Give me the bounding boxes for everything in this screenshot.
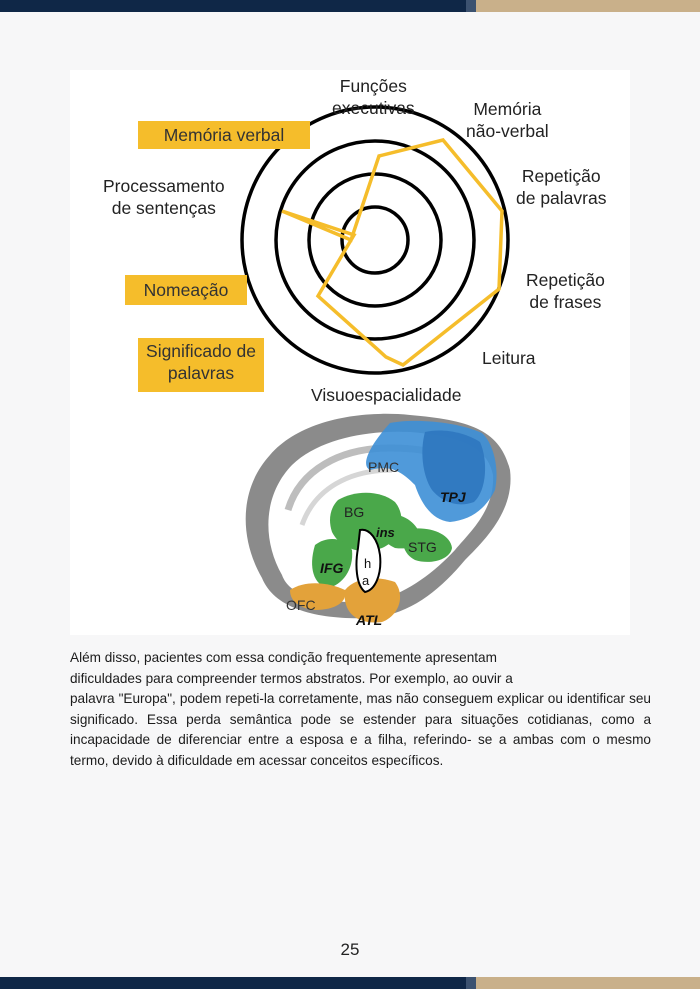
label-leitura: Leitura: [482, 348, 536, 368]
label-nomeacao: Nomeação: [125, 275, 247, 305]
figure: PMC TPJ BG ins STG IFG h a OFC ATL Funçõ…: [70, 70, 630, 635]
brain-label-pmc: PMC: [368, 459, 399, 475]
page-number: 25: [340, 940, 360, 959]
brain-label-h: h: [364, 556, 371, 571]
label-visuoespacialidade: Visuoespacialidade: [311, 385, 462, 405]
brain-label-ifg: IFG: [320, 560, 343, 576]
brain-label-ofc: OFC: [286, 597, 316, 613]
radar-profile: [281, 138, 504, 368]
brain-label-bg: BG: [344, 504, 364, 520]
brain-label-a: a: [362, 573, 370, 588]
brain-label-stg: STG: [408, 539, 437, 555]
paragraph-line-2: dificuldades para compreender termos abs…: [70, 670, 513, 686]
label-memoria-verbal: Memória verbal: [138, 121, 310, 149]
paragraph-line-1: Além disso, pacientes com essa condição …: [70, 650, 497, 665]
top-band: [0, 0, 700, 12]
paragraph-rest: palavra "Europa", podem repeti-la corret…: [70, 691, 651, 768]
body-paragraph: Além disso, pacientes com essa condição …: [70, 648, 651, 771]
brain-illustration: [245, 413, 511, 623]
radar-and-brain-figure: PMC TPJ BG ins STG IFG h a OFC ATL: [240, 105, 511, 628]
bottom-band: [0, 977, 700, 989]
radar-chart: [240, 105, 510, 375]
brain-label-ins: ins: [376, 525, 395, 540]
brain-label-tpj: TPJ: [440, 489, 467, 505]
brain-label-atl: ATL: [355, 612, 382, 628]
